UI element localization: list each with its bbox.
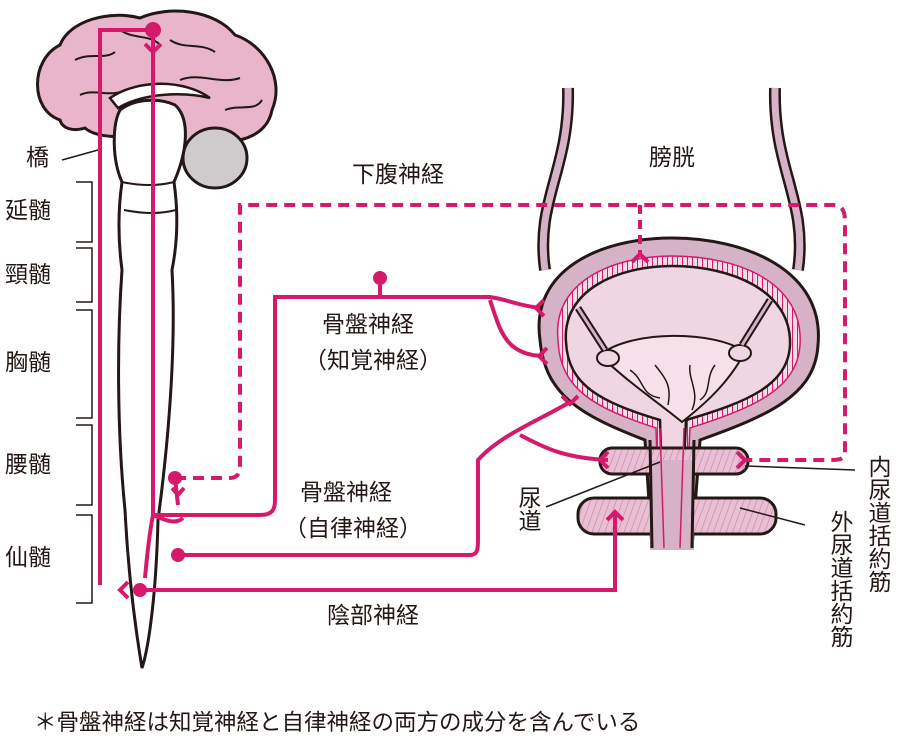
label-sacral: 仙髄 xyxy=(5,545,51,571)
cerebellum-icon xyxy=(181,126,249,190)
external-sphincter-icon xyxy=(576,427,778,550)
label-pons: 橋 xyxy=(26,145,49,171)
label-cervical: 頸髄 xyxy=(5,262,51,288)
footnote: ＊骨盤神経は知覚神経と自律神経の両方の成分を含んでいる xyxy=(34,710,641,736)
spinal-level-brackets xyxy=(61,149,99,604)
label-medulla: 延髄 xyxy=(5,198,51,224)
label-pudendal-nerve: 陰部神経 xyxy=(327,603,419,629)
label-urethra: 尿道 xyxy=(514,486,540,532)
label-pelvic-sensory-note: （知覚神経） xyxy=(304,348,442,374)
bladder-icon xyxy=(537,87,820,550)
leader-lines xyxy=(545,461,856,526)
label-external-sphincter: 外尿道括約筋 xyxy=(826,510,852,648)
nerve-pathways xyxy=(98,22,847,600)
label-thoracic: 胸髄 xyxy=(5,350,51,376)
label-pelvic-autonomic-note: （自律神経） xyxy=(284,516,422,542)
label-hypogastric-nerve: 下腹神経 xyxy=(352,162,444,188)
label-pelvic-sensory: 骨盤神経 xyxy=(322,312,414,338)
label-bladder: 膀胱 xyxy=(649,145,695,171)
label-lumbar: 腰髄 xyxy=(5,452,51,478)
label-pelvic-autonomic: 骨盤神経 xyxy=(300,480,392,506)
label-internal-sphincter: 内尿道括約筋 xyxy=(864,455,890,593)
